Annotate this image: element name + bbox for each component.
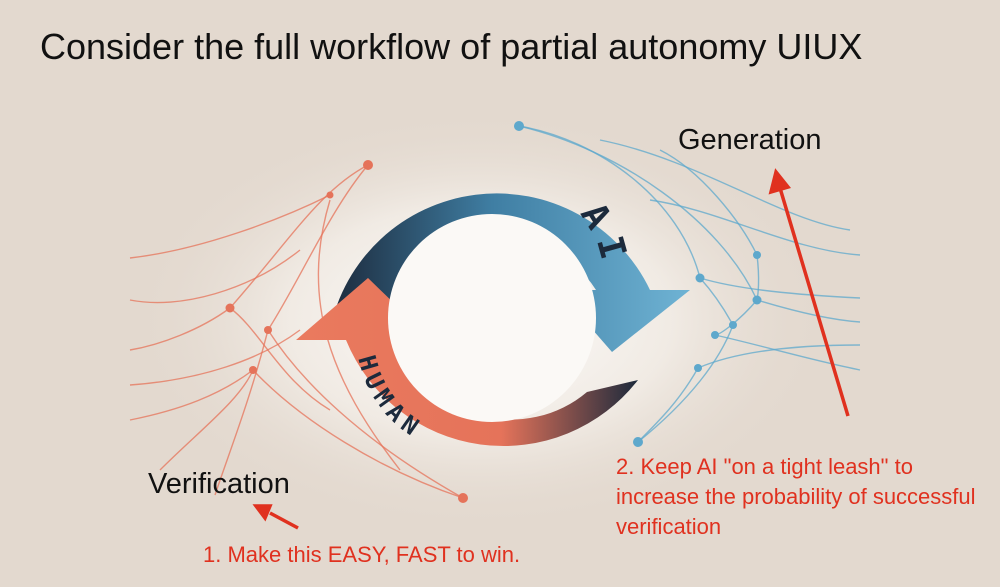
generation-arrow <box>778 187 850 417</box>
verification-arrowhead <box>252 504 273 522</box>
generation-network <box>518 125 861 443</box>
page-title: Consider the full workflow of partial au… <box>40 26 863 67</box>
ai-arc <box>330 193 690 352</box>
human-arc <box>296 278 638 447</box>
verification-network <box>129 164 464 499</box>
note-tight-leash: 2. Keep AI "on a tight leash" to increas… <box>616 454 976 539</box>
note-make-easy: 1. Make this EASY, FAST to win. <box>203 542 521 567</box>
verification-arrow <box>269 511 299 530</box>
generation-arrowhead <box>768 168 791 195</box>
annotation-arrows <box>252 168 850 530</box>
cycle-center <box>388 214 596 422</box>
generation-label: Generation <box>678 124 822 156</box>
generation-nodes <box>514 121 762 447</box>
verification-nodes <box>225 160 468 503</box>
verification-label: Verification <box>148 468 290 500</box>
